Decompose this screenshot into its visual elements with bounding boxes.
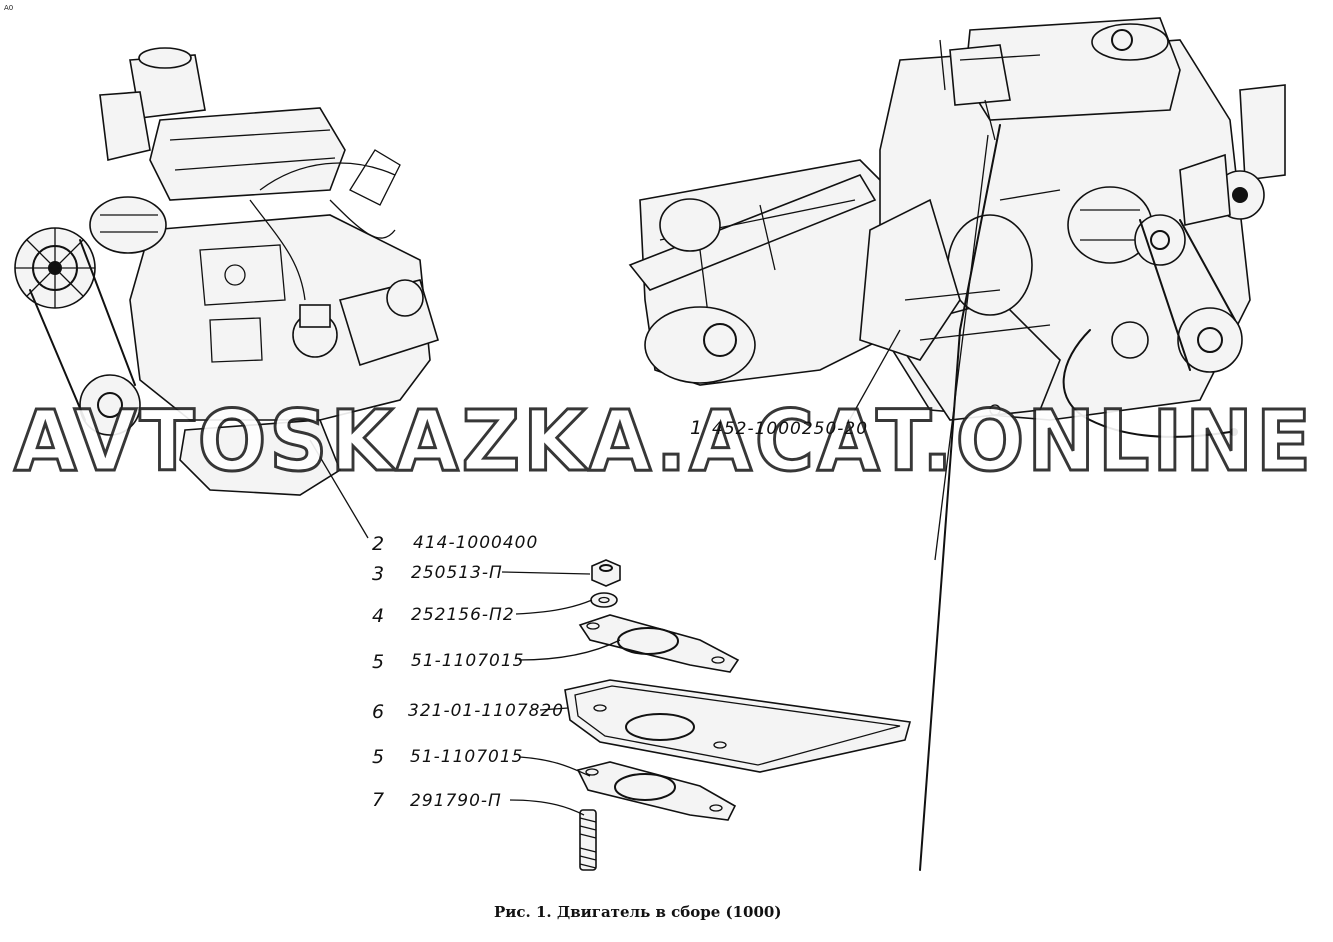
callout-6: 6 321-01-1107820 xyxy=(372,701,564,723)
callout-number: 2 xyxy=(372,533,384,555)
washer-part xyxy=(590,592,618,608)
callout-number: 1 xyxy=(690,417,702,439)
stud-part xyxy=(579,809,597,871)
exploded-parts xyxy=(564,559,912,871)
callout-code: 51-1107015 xyxy=(411,651,524,671)
callout-number: 3 xyxy=(372,563,384,585)
nut-part xyxy=(591,559,621,587)
engine-front-view xyxy=(14,47,439,539)
watermark-text: AVTOSKAZKA.ACAT.ONLINE xyxy=(14,392,1314,490)
callout-number: 6 xyxy=(372,701,384,723)
figure-caption: Рис. 1. Двигатель в сборе (1000) xyxy=(494,903,781,921)
heat-shield-part xyxy=(564,679,912,773)
callout-code: 321-01-1107820 xyxy=(408,701,564,721)
callout-1: 1 452-1000250-20 xyxy=(690,417,868,439)
callout-code: 452-1000250-20 xyxy=(712,419,868,439)
callout-number: 7 xyxy=(372,789,384,811)
corner-mark: A0 xyxy=(4,4,13,12)
callout-code: 250513-П xyxy=(411,563,503,583)
gasket-upper-part xyxy=(578,614,740,673)
callout-5b: 5 51-1107015 xyxy=(372,746,523,768)
callout-2: 2 414-1000400 xyxy=(372,533,538,555)
callout-code: 414-1000400 xyxy=(413,533,538,553)
callout-3: 3 250513-П xyxy=(372,563,503,585)
callout-5a: 5 51-1107015 xyxy=(372,651,524,673)
callout-number: 4 xyxy=(372,605,384,627)
callout-code: 291790-П xyxy=(410,791,502,811)
callout-code: 252156-П2 xyxy=(411,605,515,625)
callout-number: 5 xyxy=(372,651,384,673)
engine-rear-view xyxy=(628,17,1286,871)
callout-code: 51-1107015 xyxy=(410,747,523,767)
leader-lines xyxy=(501,571,621,816)
callout-7: 7 291790-П xyxy=(372,789,502,811)
callout-number: 5 xyxy=(372,746,384,768)
callout-4: 4 252156-П2 xyxy=(372,605,515,627)
gasket-lower-part xyxy=(576,761,737,821)
